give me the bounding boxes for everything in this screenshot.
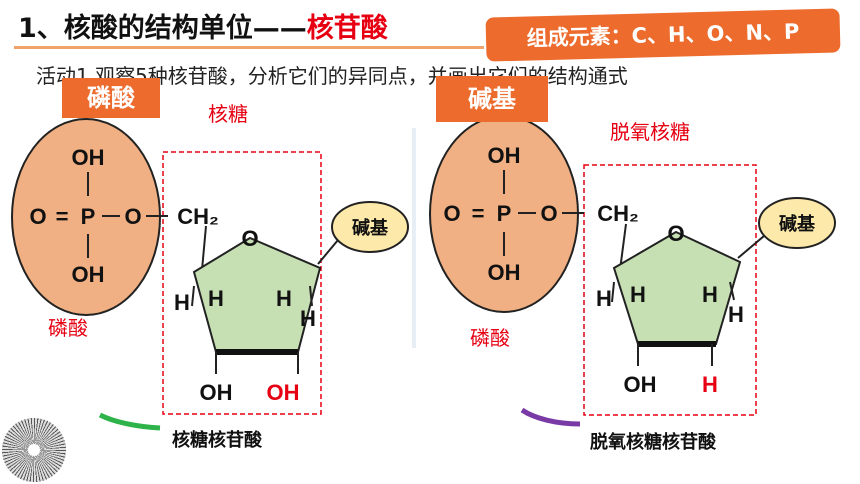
phosphate-p: P [81,204,96,229]
phosphate-o-left: O [443,201,460,226]
decor-arc-purple [520,407,581,427]
phosphate-oh-top: OH [488,143,521,168]
phosphate-oh-bottom: OH [72,262,105,287]
ring-oxygen: O [667,221,684,246]
caption-deoxyribonucleotide: 脱氧核糖核苷酸 [590,432,716,453]
dandelion-decoration [2,418,66,482]
sugar-dashed-box [583,164,757,416]
title-prefix: 1、核酸的结构单位—— [18,13,307,44]
ring-oxygen: O [241,226,258,251]
caption-ribonucleotide: 核糖核苷酸 [172,430,262,451]
ch2-group: CH₂ [597,201,639,226]
base-ellipse [331,201,409,253]
tag-base: 碱基 [436,76,548,122]
ch2-group: CH₂ [177,204,219,229]
h-right-inner: H [702,282,718,307]
phosphate-double-bond: = [56,204,69,229]
oh-3prime: OH [200,380,233,405]
h-left-outer: H [174,290,190,315]
base-label: 碱基 [779,213,816,234]
deoxyribonucleotide-diagram: OH OH O = P O CH₂ O H H H H OH H 碱基 [412,115,836,427]
title-underline [14,46,484,49]
base-label: 碱基 [352,217,389,238]
phosphate-p: P [497,201,512,226]
decor-arc-green [98,412,161,431]
phosphate-double-bond: = [472,201,485,226]
sugar-dashed-box [162,151,322,415]
tag-phosphate: 磷酸 [62,78,160,118]
page-title: 1、核酸的结构单位——核苷酸 [18,6,388,45]
h-right-inner: H [276,286,292,311]
ribonucleotide-diagram: OH OH O = P O CH₂ O H H H H OH OH 碱基 [11,118,409,431]
label-phosphate-left: 磷酸 [48,316,88,340]
h-left-inner: H [630,282,646,307]
oh-2prime: OH [267,380,300,405]
h-right-outer: H [300,306,316,331]
phosphate-o-left: O [29,204,46,229]
label-phosphate-right: 磷酸 [470,326,510,350]
h-left-inner: H [208,286,224,311]
phosphate-o-right: O [540,201,557,226]
phosphate-oh-top: OH [72,145,105,170]
base-ellipse [758,197,836,249]
label-ribose: 核糖 [208,102,248,126]
h-right-outer: H [728,302,744,327]
h-2prime: H [702,372,718,397]
label-deoxyribose: 脱氧核糖 [610,120,690,144]
oh-3prime: OH [624,372,657,397]
phosphate-oh-bottom: OH [488,260,521,285]
h-left-outer: H [596,286,612,311]
title-accent: 核苷酸 [306,13,388,44]
phosphate-o-right: O [124,204,141,229]
